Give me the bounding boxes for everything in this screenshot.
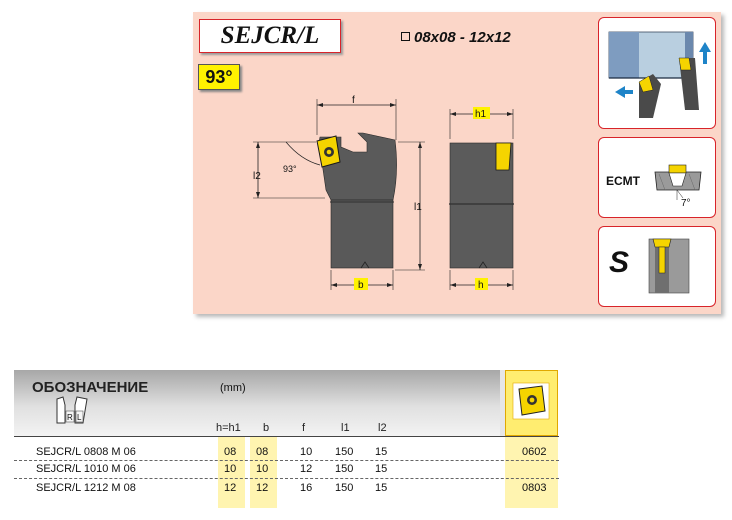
technical-drawing: f l2 93° l1 b (253, 95, 514, 291)
square-shank-icon (401, 32, 410, 41)
dim-label-l1: l1 (414, 202, 422, 213)
side-view: h1 h (449, 107, 514, 291)
row-divider (14, 460, 559, 461)
value-cell-b: 12 (256, 482, 269, 494)
value-cell-h: 12 (224, 482, 237, 494)
designation-cell: SEJCR/L 1212 M 08 (36, 482, 136, 494)
right-left-hand-icon: R L (56, 396, 88, 424)
front-view: f l2 93° l1 b (253, 95, 425, 291)
tool-series-title: SEJCR/L (199, 19, 341, 53)
value-cell-f: 10 (300, 446, 313, 458)
row-divider (14, 436, 559, 437)
dim-label-b: b (358, 280, 364, 291)
clearance-angle-label: 7° (681, 198, 691, 209)
feed-direction-card (598, 17, 716, 129)
col-header-h: h=h1 (216, 422, 241, 434)
screw-clamp-icon (648, 238, 690, 294)
insert-cross-section-icon: 7° (654, 164, 702, 209)
size-range: 08x08 - 12x12 (401, 29, 511, 46)
insert-type-label: ECMT (606, 174, 640, 188)
row-divider (14, 478, 559, 479)
designation-cell: SEJCR/L 1010 M 06 (36, 463, 136, 475)
feed-direction-icon (608, 31, 711, 118)
unit-label: (mm) (220, 382, 246, 394)
value-cell-l1: 150 (335, 482, 354, 494)
dim-label-h: h (478, 280, 484, 291)
insert-shape-icon (512, 382, 550, 420)
value-cell-l1: 150 (335, 463, 354, 475)
insert-cell: 0803 (522, 482, 547, 494)
insert-type-card: ECMT 7° (598, 137, 716, 218)
value-cell-l2: 15 (375, 446, 388, 458)
col-header-f: f (302, 422, 306, 434)
value-cell-b: 08 (256, 446, 269, 458)
value-cell-l2: 15 (375, 482, 388, 494)
dim-label-f: f (352, 95, 355, 106)
value-cell-f: 12 (300, 463, 313, 475)
designation-header: ОБОЗНАЧЕНИЕ (32, 379, 149, 396)
value-cell-h: 10 (224, 463, 237, 475)
column-insert-highlight (505, 436, 558, 508)
value-cell-h: 08 (224, 446, 237, 458)
insert-column-header (505, 370, 558, 436)
clamping-system-label: S (609, 246, 630, 279)
size-range-text: 08x08 - 12x12 (414, 29, 511, 46)
col-header-l1: l1 (341, 422, 350, 434)
clamping-system-card: S (598, 226, 716, 307)
table-header: ОБОЗНАЧЕНИЕ (mm) R L h=h1 b f l1 l2 (14, 370, 508, 436)
angle-label: 93° (283, 164, 297, 174)
value-cell-f: 16 (300, 482, 313, 494)
col-header-b: b (263, 422, 270, 434)
insert-cell: 0602 (522, 446, 547, 458)
left-hand-label: L (77, 413, 82, 422)
tool-drawing-panel: SEJCR/L 93° 08x08 - 12x12 f (193, 12, 721, 314)
col-header-l2: l2 (378, 422, 387, 434)
dim-label-l2: l2 (253, 171, 261, 182)
right-hand-label: R (67, 413, 73, 422)
column-b-highlight (250, 436, 277, 508)
value-cell-l2: 15 (375, 463, 388, 475)
designation-cell: SEJCR/L 0808 M 06 (36, 446, 136, 458)
value-cell-b: 10 (256, 463, 269, 475)
approach-angle-badge: 93° (198, 64, 240, 90)
dim-label-h1: h1 (475, 109, 487, 120)
column-h-highlight (218, 436, 245, 508)
value-cell-l1: 150 (335, 446, 354, 458)
